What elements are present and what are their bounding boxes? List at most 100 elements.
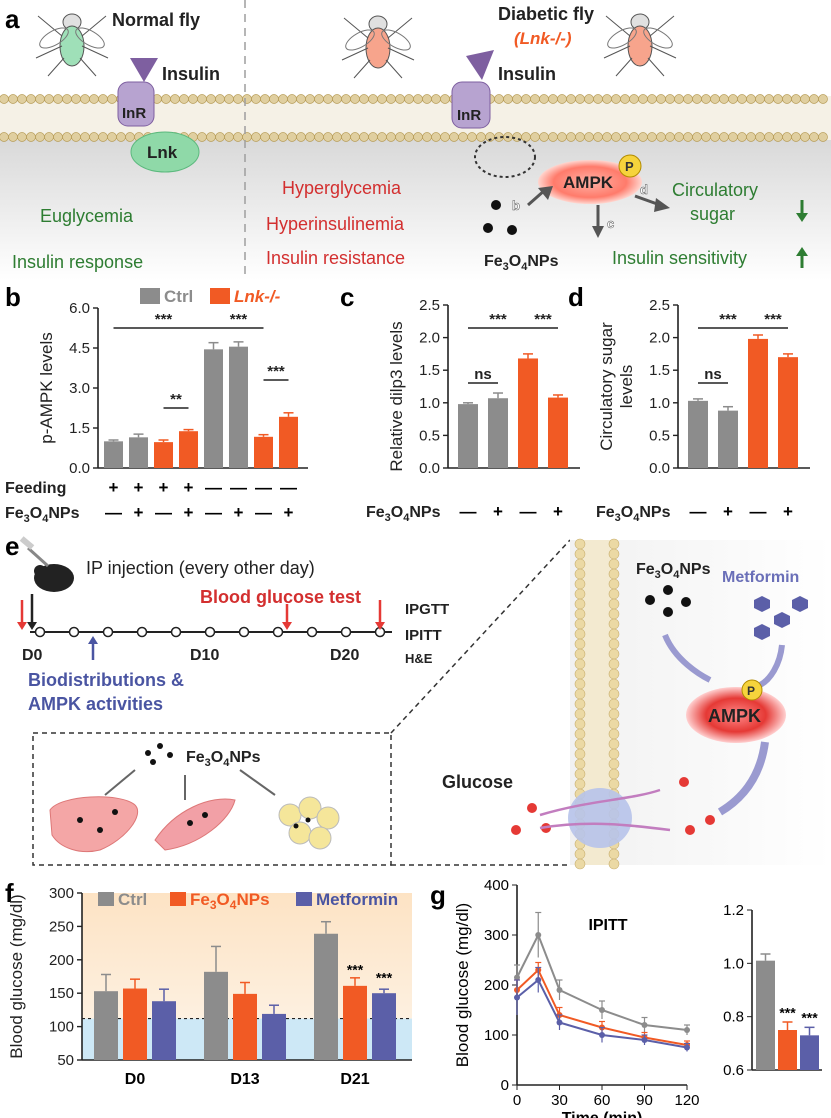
flow-arrow bbox=[717, 741, 769, 816]
euglycemia-label: Euglycemia bbox=[40, 206, 134, 226]
y-tick-label: 0 bbox=[501, 1077, 509, 1094]
significance-label: ** bbox=[170, 391, 182, 408]
lipid-head bbox=[746, 94, 756, 104]
lipid-head bbox=[440, 132, 450, 142]
feeding-sign: + bbox=[134, 478, 144, 497]
bar bbox=[229, 346, 248, 468]
lipid-head bbox=[305, 132, 315, 142]
legend-swatch-ctrl bbox=[140, 288, 160, 304]
diabetic-fly-icon bbox=[341, 15, 415, 79]
arrow-b-head bbox=[538, 186, 553, 200]
glucose-transporter-icon bbox=[568, 788, 632, 848]
lipid-head bbox=[611, 132, 621, 142]
feeding-sign: + bbox=[159, 478, 169, 497]
lipid-head bbox=[341, 132, 351, 142]
lipid-head bbox=[377, 132, 387, 142]
arrow-b-label: b bbox=[512, 198, 520, 213]
lipid-head bbox=[574, 738, 586, 750]
bar bbox=[458, 404, 478, 468]
lipid-head bbox=[574, 558, 586, 570]
lipid-head bbox=[350, 94, 360, 104]
panel-g-label: g bbox=[430, 880, 446, 910]
lipid-head bbox=[539, 94, 549, 104]
lipid-head bbox=[161, 94, 171, 104]
lipid-head bbox=[710, 132, 720, 142]
lipid-head bbox=[737, 132, 747, 142]
lipid-head bbox=[305, 94, 315, 104]
np-dot bbox=[645, 595, 655, 605]
data-point bbox=[684, 1044, 690, 1051]
fe3o4nps-sign: + bbox=[723, 502, 733, 521]
fe3o4nps-label-e1: Fe3O4NPs bbox=[186, 749, 261, 769]
lipid-head bbox=[809, 132, 819, 142]
panel-f-label: f bbox=[5, 878, 14, 908]
ampk-protein-a bbox=[538, 160, 642, 204]
phospho-label-a: P bbox=[625, 159, 634, 174]
lipid-head bbox=[574, 688, 586, 700]
lipid-head bbox=[395, 132, 405, 142]
fe3o4nps-sign: + bbox=[284, 503, 294, 522]
lipid-head bbox=[608, 548, 620, 560]
bar bbox=[279, 416, 298, 468]
lipid-head bbox=[530, 132, 540, 142]
ipitt-label: IPITT bbox=[405, 627, 442, 644]
metformin-molecule-icon bbox=[754, 596, 808, 640]
y-axis-label: Relative dilp3 levels bbox=[387, 321, 406, 471]
y-tick-label: 0.0 bbox=[649, 460, 670, 477]
y-tick-label: 200 bbox=[484, 977, 509, 994]
lipid-head bbox=[575, 94, 585, 104]
feeding-sign: — bbox=[255, 478, 272, 497]
liver-icon bbox=[49, 796, 138, 853]
lipid-head bbox=[296, 94, 306, 104]
lipid-head bbox=[287, 132, 297, 142]
x-tick-label: 60 bbox=[594, 1092, 611, 1109]
lipid-head bbox=[593, 94, 603, 104]
lipid-head bbox=[35, 132, 45, 142]
lipid-head bbox=[215, 132, 225, 142]
lipid-head bbox=[368, 132, 378, 142]
hyperglycemia-label: Hyperglycemia bbox=[282, 178, 402, 198]
lipid-head bbox=[574, 728, 586, 740]
ampk-label-a: AMPK bbox=[563, 173, 614, 192]
inr-receptor-left bbox=[117, 81, 155, 127]
lipid-head bbox=[773, 94, 783, 104]
y-tick-label: 2.5 bbox=[419, 297, 440, 314]
lipid-head bbox=[584, 94, 594, 104]
lipid-head bbox=[44, 94, 54, 104]
lipid-head bbox=[782, 132, 792, 142]
timeline-day-dot bbox=[272, 626, 284, 638]
lipid-head bbox=[608, 738, 620, 750]
significance-label: *** bbox=[376, 970, 393, 986]
chart-title: IPITT bbox=[588, 917, 627, 934]
x-tick-label: 120 bbox=[674, 1092, 699, 1109]
lipid-head bbox=[638, 132, 648, 142]
lipid-head bbox=[179, 94, 189, 104]
ipgtt-label: IPGTT bbox=[405, 601, 449, 618]
sugar-label: sugar bbox=[690, 204, 735, 224]
lipid-head bbox=[574, 578, 586, 590]
lipid-head bbox=[242, 132, 252, 142]
circulatory-label: Circulatory bbox=[672, 180, 758, 200]
lipid-head bbox=[773, 132, 783, 142]
lipid-head bbox=[629, 132, 639, 142]
data-point bbox=[514, 994, 520, 1001]
y-tick-label: 400 bbox=[484, 877, 509, 894]
significance-label: *** bbox=[534, 311, 552, 328]
lipid-head bbox=[574, 848, 586, 860]
organs-box bbox=[32, 732, 392, 866]
fe3o4nps-sign: — bbox=[460, 502, 477, 521]
insulin-ligand-left bbox=[130, 58, 158, 82]
x-tick-label: D21 bbox=[340, 1071, 369, 1088]
panel-d-label: d bbox=[568, 282, 584, 312]
lipid-head bbox=[260, 94, 270, 104]
lipid-head bbox=[440, 94, 450, 104]
lipid-head bbox=[574, 588, 586, 600]
y-tick-label: 300 bbox=[49, 885, 74, 902]
significance-label: *** bbox=[764, 311, 782, 328]
series-line bbox=[516, 932, 688, 1031]
ampk-protein-e bbox=[686, 687, 786, 743]
y-tick-label: 3.0 bbox=[69, 380, 90, 397]
y-tick-label: 0.6 bbox=[723, 1062, 744, 1079]
fe3o4nps-row-label-b: Fe3O4NPs bbox=[5, 505, 80, 525]
